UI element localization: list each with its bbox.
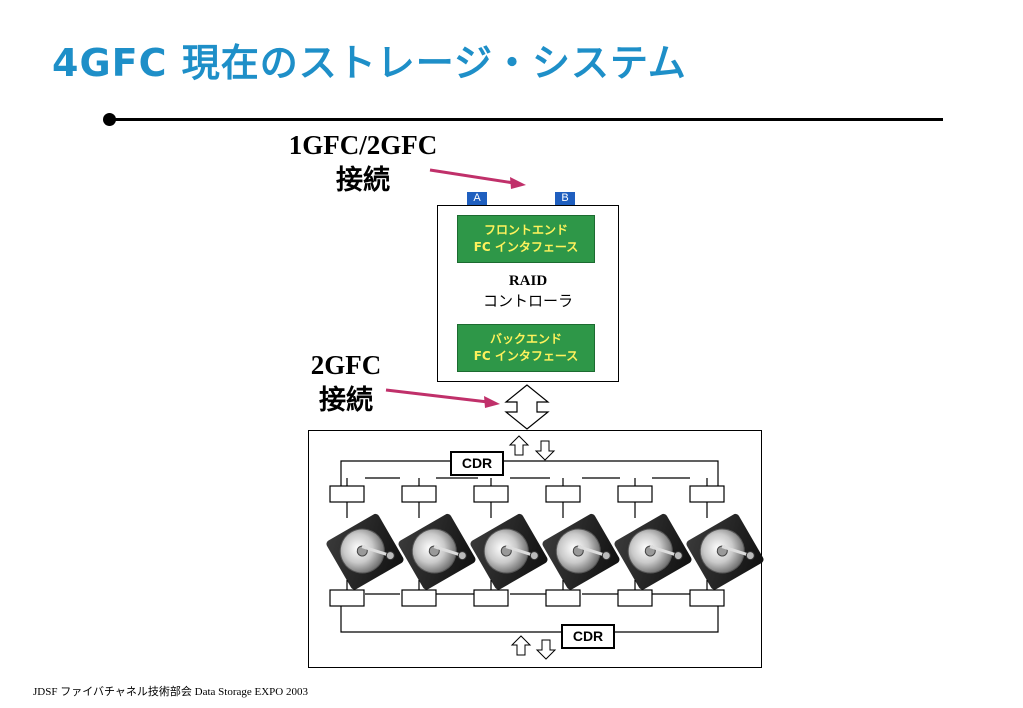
disk-drive (398, 478, 476, 607)
bottom-bypass-box (329, 589, 365, 607)
hard-disk-icon (326, 513, 404, 590)
host-connection-arrow (429, 168, 526, 189)
backend-line1: バックエンド (489, 332, 562, 346)
hard-disk-icon (614, 513, 692, 590)
bottom-bypass-box (689, 589, 725, 607)
disk-drive (542, 478, 620, 607)
top-bypass-box (401, 485, 437, 503)
disk-drive (470, 478, 548, 607)
hard-disk-icon (398, 513, 476, 590)
bottom-loop-arrows-icon (510, 635, 557, 660)
hard-disk-icon (470, 513, 548, 590)
top-bypass-box (689, 485, 725, 503)
cdr-top: CDR (450, 451, 504, 476)
bottom-bypass-box (473, 589, 509, 607)
bottom-bypass-box (617, 589, 653, 607)
top-bypass-box (545, 485, 581, 503)
disk-row (326, 478, 764, 607)
disk-drive (326, 478, 404, 607)
hard-disk-icon (542, 513, 620, 590)
slide-title: 4GFC 現在のストレージ・システム (52, 41, 687, 85)
top-bypass-box (329, 485, 365, 503)
disk-connection-arrow (385, 388, 500, 408)
disk-drive (614, 478, 692, 607)
footer-text: JDSF ファイバチャネル技術部会 Data Storage EXPO 2003 (33, 686, 308, 698)
host-connection-label: 接続 (336, 165, 390, 196)
top-bypass-box (617, 485, 653, 503)
title-rule-dot (103, 113, 116, 126)
frontend-fc-interface: フロントエンド FC インタフェース (457, 215, 595, 263)
backend-line2: FC インタフェース (473, 349, 579, 363)
host-connection-speed: 1GFC/2GFC (288, 130, 438, 160)
cdr-bottom: CDR (561, 624, 615, 649)
bottom-fc-loop (340, 593, 719, 633)
backend-fc-interface: バックエンド FC インタフェース (457, 324, 595, 372)
disk-connection-label: 接続 (319, 385, 373, 416)
disk-connection-speed: 2GFC (310, 350, 382, 380)
frontend-line1: フロントエンド (483, 223, 568, 237)
raid-controller-label: コントローラ (482, 292, 573, 310)
port-a: A (467, 192, 487, 205)
raid-label: RAID (508, 273, 548, 289)
bottom-bypass-box (545, 589, 581, 607)
hard-disk-icon (686, 513, 764, 590)
frontend-line2: FC インタフェース (473, 240, 579, 254)
title-rule (111, 118, 943, 121)
top-bypass-box (473, 485, 509, 503)
port-b: B (555, 192, 575, 205)
double-arrow-icon (504, 384, 550, 430)
top-fc-loop (340, 460, 719, 487)
bottom-bypass-box (401, 589, 437, 607)
top-loop-arrows-icon (508, 435, 556, 461)
disk-drive (686, 478, 764, 607)
